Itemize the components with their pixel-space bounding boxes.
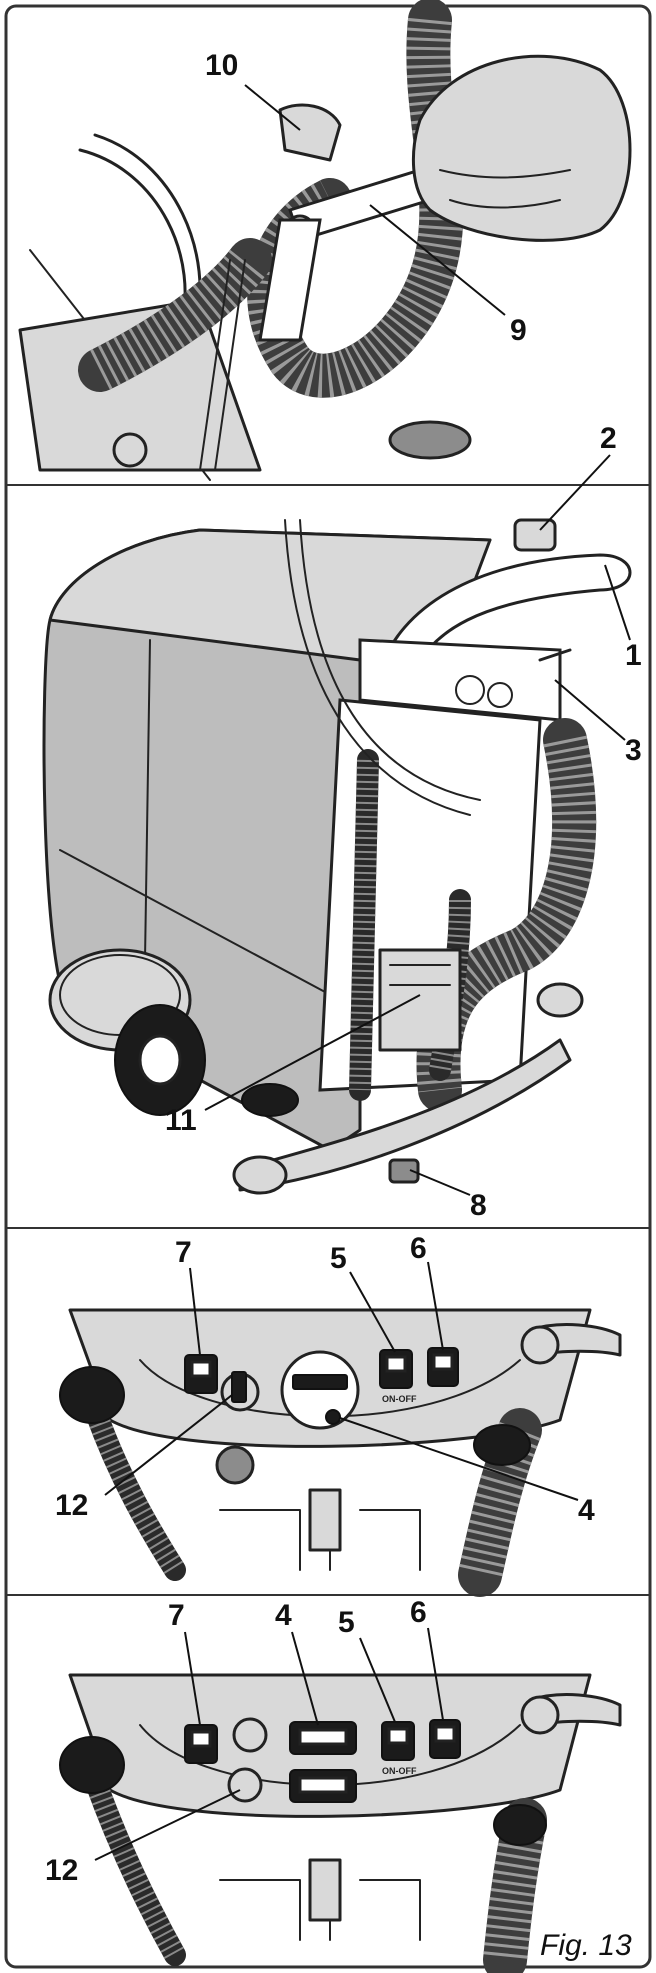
leader-4b — [291, 1631, 319, 1726]
panel-hose-detail: 10 9 — [18, 0, 632, 481]
leader-9 — [369, 204, 506, 316]
panel-controls-a: ON-OFF 7 5 6 12 4 — [55, 1232, 622, 1597]
callout-2: 2 — [600, 422, 617, 455]
figure-frame — [4, 4, 652, 1969]
leader-5a — [349, 1271, 396, 1353]
callout-10: 10 — [205, 49, 238, 82]
callout-5a: 5 — [330, 1242, 347, 1275]
leader-10 — [244, 84, 301, 131]
switch-5b-label: ON-OFF — [382, 1766, 417, 1776]
callout-12b: 12 — [45, 1854, 78, 1887]
leader-2 — [539, 454, 611, 531]
leader-4a — [339, 1417, 579, 1501]
leader-3 — [554, 679, 626, 741]
callout-1: 1 — [625, 639, 642, 672]
panel-controls-b: ON-OFF 7 4 5 6 12 Fig. 13 — [45, 1596, 632, 1973]
callout-3: 3 — [625, 734, 642, 767]
leader-7a — [189, 1267, 201, 1356]
leader-6a — [427, 1261, 444, 1351]
leader-7b — [184, 1631, 201, 1726]
callout-11: 11 — [165, 1104, 197, 1137]
callout-4a: 4 — [578, 1494, 595, 1527]
leader-8 — [409, 1169, 471, 1196]
panel-machine-rear: 2 1 3 11 8 — [42, 422, 642, 1222]
callout-9: 9 — [510, 314, 527, 347]
callout-4b: 4 — [275, 1599, 292, 1632]
leader-12b — [94, 1789, 241, 1861]
callout-5b: 5 — [338, 1606, 355, 1639]
leader-5b — [359, 1637, 396, 1723]
leader-11 — [204, 994, 421, 1111]
switch-5-label: ON-OFF — [382, 1394, 417, 1404]
leader-12a — [104, 1394, 233, 1496]
callout-12a: 12 — [55, 1489, 88, 1522]
callout-6b: 6 — [410, 1596, 427, 1629]
callout-7a: 7 — [175, 1236, 192, 1269]
figure-caption: Fig. 13 — [540, 1929, 632, 1962]
leader-1 — [604, 564, 631, 641]
callout-6a: 6 — [410, 1232, 427, 1265]
callout-8: 8 — [470, 1189, 487, 1222]
leader-6b — [427, 1627, 444, 1721]
callout-7b: 7 — [168, 1599, 185, 1632]
